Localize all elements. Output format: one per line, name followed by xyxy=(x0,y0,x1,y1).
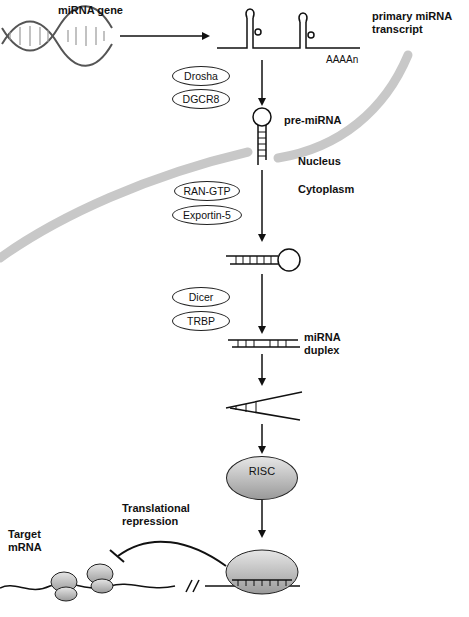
mirna-strands xyxy=(226,392,302,420)
node-text: Dicer xyxy=(189,291,214,303)
loaded-risc xyxy=(0,550,300,601)
protein-ellipse: Dicer xyxy=(172,287,230,307)
arrow xyxy=(120,35,208,37)
inhibition-bar xyxy=(110,550,124,562)
node-text: TRBP xyxy=(187,315,215,327)
node-text: DGCR8 xyxy=(183,93,220,105)
protein-ellipse: Exportin-5 xyxy=(172,205,242,225)
node-text: Exportin-5 xyxy=(183,209,231,221)
node-text: RISC xyxy=(249,465,275,477)
protein-ellipse: RAN-GTP xyxy=(174,181,240,201)
node-text: RAN-GTP xyxy=(183,185,230,197)
text-label: Nucleus xyxy=(298,155,378,168)
text-label: pre-miRNA xyxy=(284,114,364,127)
nuclear-membrane xyxy=(0,152,248,258)
text-label: Target mRNA xyxy=(8,528,58,554)
protein-ellipse: TRBP xyxy=(172,311,230,331)
text-label: primary miRNA transcript xyxy=(372,10,462,36)
risc-complex: RISC xyxy=(226,456,298,500)
nuclear-membrane xyxy=(278,55,408,158)
text-label: AAAAn xyxy=(326,53,376,66)
mirna-duplex xyxy=(228,340,300,347)
pre-mirna-hairpin xyxy=(226,249,300,271)
primary-transcript xyxy=(217,9,360,48)
text-label: Translational repression xyxy=(122,502,214,528)
text-label: miRNA duplex xyxy=(304,331,352,357)
repression-line xyxy=(118,542,226,566)
protein-ellipse: DGCR8 xyxy=(172,89,230,109)
pre-mirna-hairpin xyxy=(253,108,271,165)
protein-ellipse: Drosha xyxy=(172,66,230,86)
text-label: Cytoplasm xyxy=(298,183,378,196)
text-label: miRNA gene xyxy=(58,4,138,17)
node-text: Drosha xyxy=(184,70,218,82)
